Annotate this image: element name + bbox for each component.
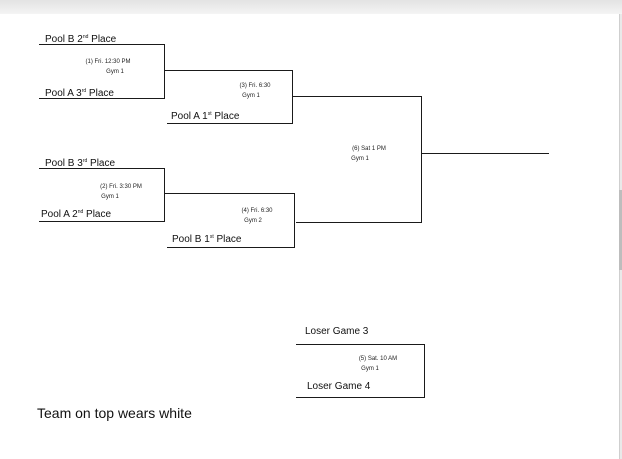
bracket-line bbox=[167, 247, 295, 248]
team-label-pool-b-1st: Pool B 1st Place bbox=[172, 234, 242, 245]
scrollbar-thumb[interactable] bbox=[619, 190, 622, 270]
bracket-line bbox=[164, 193, 295, 194]
team-label-pool-b-3rd: Pool B 3rd Place bbox=[45, 158, 116, 169]
game-4-gym: Gym 2 bbox=[244, 218, 262, 224]
game-1-gym: Gym 1 bbox=[106, 69, 124, 75]
game-6-info: (6) Sat 1 PM Gym 1 bbox=[344, 144, 394, 164]
team-label-pool-a-2nd: Pool A 2nd Place bbox=[41, 209, 112, 220]
bracket-line bbox=[424, 344, 425, 397]
bracket-line bbox=[421, 153, 549, 154]
bracket-line bbox=[292, 96, 422, 97]
game-3-info: (3) Fri. 6:30 Gym 1 bbox=[230, 81, 280, 101]
game-2-gym: Gym 1 bbox=[101, 194, 119, 200]
game-1-info: (1) Fri. 12:30 PM Gym 1 bbox=[72, 57, 144, 77]
bracket-line bbox=[296, 397, 425, 398]
bracket-line bbox=[296, 222, 422, 223]
bracket-line bbox=[296, 344, 425, 345]
bracket-line bbox=[39, 44, 164, 45]
game-4-info: (4) Fri. 6:30 Gym 2 bbox=[232, 206, 282, 226]
bracket-line bbox=[167, 123, 293, 124]
team-label-loser-game-3: Loser Game 3 bbox=[305, 326, 369, 337]
bracket-line bbox=[292, 70, 293, 124]
team-label-pool-a-3rd: Pool A 3rd Place bbox=[45, 88, 114, 99]
game-1-time: (1) Fri. 12:30 PM bbox=[85, 59, 131, 65]
bracket-line bbox=[39, 168, 165, 169]
bracket-line bbox=[39, 98, 165, 99]
team-label-loser-game-4: Loser Game 4 bbox=[307, 381, 371, 392]
game-5-gym: Gym 1 bbox=[361, 366, 379, 372]
game-3-time: (3) Fri. 6:30 bbox=[239, 83, 271, 89]
bracket-line bbox=[421, 96, 422, 223]
bracket-line bbox=[164, 70, 293, 71]
game-6-time: (6) Sat 1 PM bbox=[352, 146, 386, 152]
game-2-info: (2) Fri. 3:30 PM Gym 1 bbox=[90, 182, 152, 202]
game-5-info: (5) Sat. 10 AM Gym 1 bbox=[348, 354, 408, 374]
game-2-time: (2) Fri. 3:30 PM bbox=[100, 184, 142, 190]
viewer-top-bar bbox=[0, 0, 622, 14]
game-3-gym: Gym 1 bbox=[242, 93, 260, 99]
bracket-line bbox=[39, 221, 165, 222]
game-6-gym: Gym 1 bbox=[351, 156, 369, 162]
bracket-line bbox=[164, 168, 165, 222]
bracket-line bbox=[164, 44, 165, 98]
footer-note: Team on top wears white bbox=[37, 405, 192, 421]
game-4-time: (4) Fri. 6:30 bbox=[241, 208, 273, 214]
team-label-pool-b-2nd: Pool B 2nd Place bbox=[45, 34, 117, 45]
team-label-pool-a-1st: Pool A 1st Place bbox=[171, 111, 240, 122]
game-5-time: (5) Sat. 10 AM bbox=[358, 356, 398, 362]
bracket-line bbox=[294, 193, 295, 248]
